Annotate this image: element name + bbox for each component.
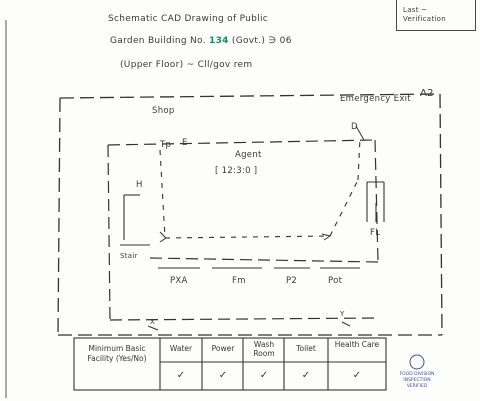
column-wash-room: Wash Room xyxy=(253,340,275,358)
column-power: Power xyxy=(211,344,235,353)
label-stair: Stair xyxy=(120,252,138,260)
label-pot: Pot xyxy=(328,276,343,286)
stamp-line-1: FOOD DIVISION xyxy=(399,372,435,377)
label-h: H xyxy=(136,180,143,190)
corner-note: Last ~ Verification xyxy=(403,6,446,23)
exit-arrow-icon xyxy=(355,125,365,141)
facility-table-grid xyxy=(73,337,387,391)
path-arrow-icon xyxy=(321,233,332,241)
label-room-code: A2 xyxy=(420,88,434,99)
inner-room xyxy=(107,139,379,321)
column-health-care: Health Care xyxy=(334,340,380,349)
path-arrow-icon xyxy=(159,231,167,243)
label-fl: FL xyxy=(370,228,381,238)
title-line-2-prefix: Garden Building No. xyxy=(110,36,206,46)
label-fm: Fm xyxy=(232,276,246,286)
title-line-2-suffix: (Govt.) ∋ 06 xyxy=(231,36,292,46)
check-health-care: ✓ xyxy=(352,370,362,381)
title-line-2: Garden Building No. 134 (Govt.) ∋ 06 xyxy=(110,36,292,46)
title-line-1: Schematic CAD Drawing of Public xyxy=(108,14,269,24)
movement-path xyxy=(159,137,361,239)
stamp-line-2: INSPECTION xyxy=(403,378,431,383)
label-x-mark: X xyxy=(150,318,156,326)
label-p2: P2 xyxy=(286,276,298,286)
mark-y-stroke xyxy=(341,321,351,327)
fl-fixture xyxy=(366,181,385,222)
title-line-3: (Upper Floor) ~ Cll/gov rem xyxy=(120,60,253,70)
stamp-line-3: VERIFIED xyxy=(406,384,428,389)
label-agent-sub: [ 12:3:0 ] xyxy=(215,166,258,176)
corner-note-box: Last ~ Verification xyxy=(396,0,476,31)
check-toilet: ✓ xyxy=(301,370,311,381)
outer-boundary xyxy=(57,93,443,336)
verification-stamp: FOOD DIVISION INSPECTION VERIFIED xyxy=(393,372,441,390)
column-water: Water xyxy=(169,344,193,353)
table-header-cell: Minimum Basic Facility (Yes/No) xyxy=(87,344,147,363)
column-toilet: Toilet xyxy=(296,344,316,353)
label-tp: Tp xyxy=(160,140,172,150)
label-e: E xyxy=(182,138,188,148)
label-y-mark: Y xyxy=(340,310,345,318)
label-d: D xyxy=(351,122,358,132)
h-bracket xyxy=(120,194,150,246)
label-agent: Agent xyxy=(235,150,262,160)
building-number: 134 xyxy=(209,36,229,46)
label-emergency-exit: Emergency Exit xyxy=(340,94,411,104)
mark-x-stroke xyxy=(147,325,159,331)
check-power: ✓ xyxy=(218,370,228,381)
label-shop: Shop xyxy=(152,106,175,116)
check-wash-room: ✓ xyxy=(259,370,269,381)
stamp-seal-icon xyxy=(409,354,425,370)
label-pxa: PXA xyxy=(170,276,188,286)
check-water: ✓ xyxy=(176,370,186,381)
